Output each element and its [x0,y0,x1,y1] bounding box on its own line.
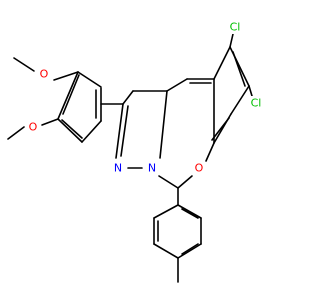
atom-label-cl-right: Cl [251,97,262,110]
bond-ring-a-5 [57,118,83,143]
bond-ring-c-6 [177,204,202,219]
bond-ring-c-3 [153,243,179,259]
bond-ring-c-4 [177,243,202,259]
bond-cl-right [248,85,253,97]
bond-ring-c-1 [153,204,179,219]
atom-label-layer: O O N N O Cl Cl [27,20,264,175]
atom-label-o-methoxy-top: O [40,68,49,81]
bond-ring-c-inner-2 [181,243,199,255]
bond-c2-n-imine-double [120,105,129,157]
atom-label-cl-top: Cl [230,21,241,34]
label-mask-o-ring [193,161,205,175]
bond-n-c5 [158,175,179,189]
bond-methyl-top [13,57,35,72]
atom-label-n-imine: N [114,162,122,175]
bond-c5-o [177,175,193,189]
bond-ring-a-inner-2 [61,119,83,139]
bond-c2-n-imine [115,103,124,159]
label-mask-o-top [38,67,50,81]
bond-ring-c-inner-3 [181,208,199,219]
atom-label-o-ring: O [195,162,204,175]
bond-n-bridge-c10b [159,90,168,159]
bond-cl-top [229,33,234,48]
bond-ring-b-inner-2 [232,51,246,87]
bond-ring-a-1 [77,71,102,88]
bond-ring-a-inner-3 [62,74,80,115]
label-mask-n-bridge [146,161,158,175]
bond-ring-b-3 [213,46,231,80]
bond-ring-b-inner-3 [211,117,230,141]
bond-c10b-c10a [166,78,188,92]
label-mask-cl-top [227,20,243,34]
bond-layer [7,33,253,283]
label-mask-o-low [27,120,39,134]
label-mask-cl-right [248,96,264,110]
structure-canvas: O O N N O Cl Cl [7,20,264,283]
bond-ring-b-5 [230,85,250,115]
bond-ring-a-2 [57,71,79,120]
bond-c2-c1 [122,90,134,105]
bond-o-aryl-top [53,71,79,81]
label-mask-n-imine [112,161,124,175]
bond-methyl-low [7,126,25,140]
bond-o-c6a [205,142,215,162]
atom-label-o-methoxy-low: O [29,121,38,134]
atom-label-n-bridge: N [148,162,156,175]
bond-o-aryl-low [41,118,59,126]
bond-ring-a-4 [81,120,102,143]
